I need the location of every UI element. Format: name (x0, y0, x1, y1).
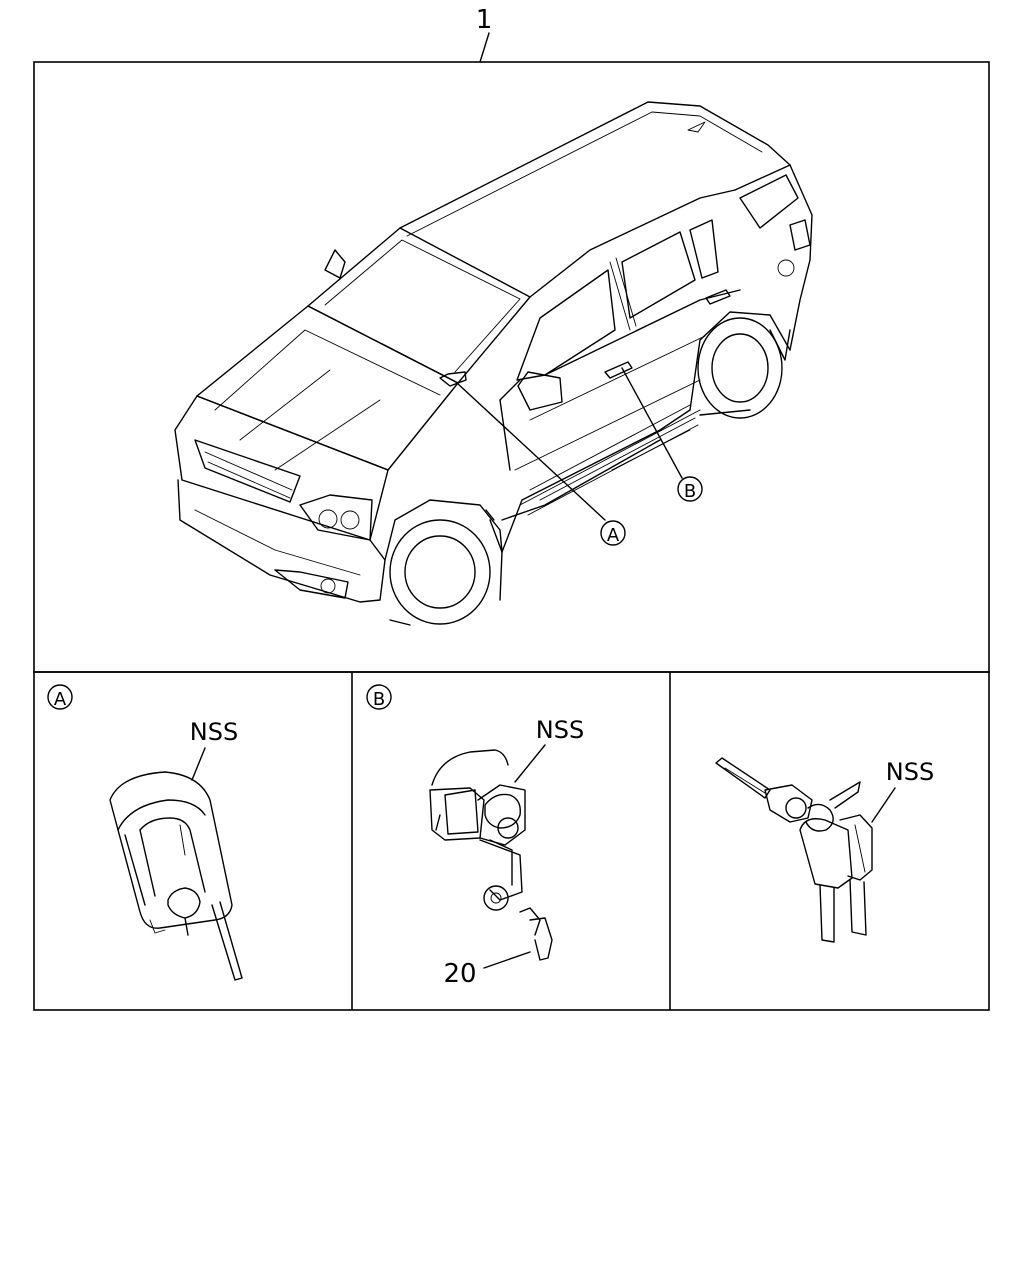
panel-a-marker-circle (47, 684, 73, 710)
panel-b-nss-label: NSS (536, 716, 584, 744)
panel-b-nss-leader (514, 744, 546, 783)
callout-b-label: B (684, 481, 696, 502)
panel-keys-nss-leader (871, 787, 896, 823)
panel-b: B NSS 20 (366, 684, 584, 989)
panel-a-nss-label: NSS (190, 718, 238, 746)
callout-b-leader (621, 367, 683, 479)
panel-keys: NSS (715, 757, 934, 943)
panel-b-marker: B (373, 689, 385, 710)
callout-b-circle (677, 476, 703, 502)
panel-a-marker: A (54, 689, 67, 710)
detail-row-frame (33, 671, 990, 1011)
part-20-leader (483, 951, 531, 969)
panel-a-nss-leader (191, 747, 206, 781)
key-set (715, 757, 873, 943)
callout-1-label: 1 (476, 5, 493, 35)
main-frame (33, 61, 990, 673)
part-20-label: 20 (443, 959, 476, 989)
panel-keys-nss-label: NSS (886, 758, 934, 786)
callout-a-label: A (607, 525, 620, 546)
callout-a-leader (456, 382, 606, 521)
ignition-lock-cylinder (109, 771, 243, 981)
panel-b-marker-circle (366, 684, 392, 710)
door-lock-cylinder (429, 749, 553, 961)
panel-a: A NSS (47, 684, 243, 981)
callout-1-leader (479, 32, 490, 63)
callout-a-circle (600, 520, 626, 546)
vehicle-illustration (174, 101, 813, 626)
